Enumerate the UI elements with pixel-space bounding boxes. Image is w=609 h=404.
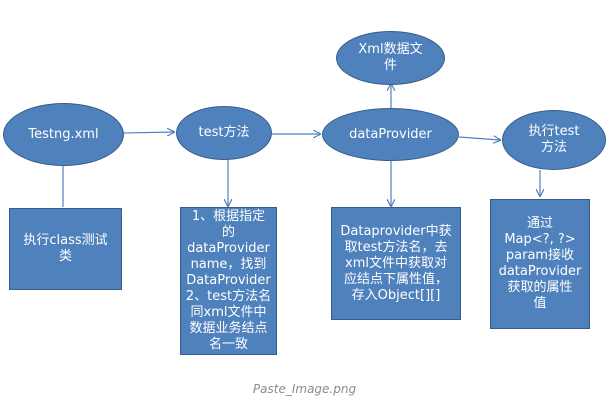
node-data-provider-label: dataProvider [349,126,432,142]
box-match-name: 1、根据指定 的dataProvider name，找到 DataProvide… [180,207,277,355]
node-data-provider: dataProvider [322,108,459,161]
node-run-test-method-label: 执行test 方法 [528,124,580,155]
box-get-attributes: Dataprovider中获 取test方法名，去 xml文件中获取对 应结点下… [331,207,461,320]
node-testng-xml: Testng.xml [3,103,124,166]
box-run-class-text: 执行class测试 类 [23,233,108,264]
node-testng-xml-label: Testng.xml [28,126,99,142]
node-test-method-label: test方法 [198,125,250,140]
node-run-test-method: 执行test 方法 [502,110,606,170]
arrow-dataprovider-to-run-test [458,137,500,140]
box-match-name-text: 1、根据指定 的dataProvider name，找到 DataProvide… [185,209,272,352]
box-get-attributes-text: Dataprovider中获 取test方法名，去 xml文件中获取对 应结点下… [340,223,452,303]
node-test-method: test方法 [176,106,272,160]
box-receive-map-text: 通过 Map<?, ?> param接收 dataProvider 获取的属性 … [498,216,582,311]
node-xml-data-file-label: Xml数据文 件 [358,42,423,73]
arrow-testng-to-test-method [123,132,174,133]
box-run-class: 执行class测试 类 [9,208,122,290]
image-caption: Paste_Image.png [252,382,357,396]
node-xml-data-file: Xml数据文 件 [336,31,445,85]
box-receive-map: 通过 Map<?, ?> param接收 dataProvider 获取的属性 … [490,199,590,329]
